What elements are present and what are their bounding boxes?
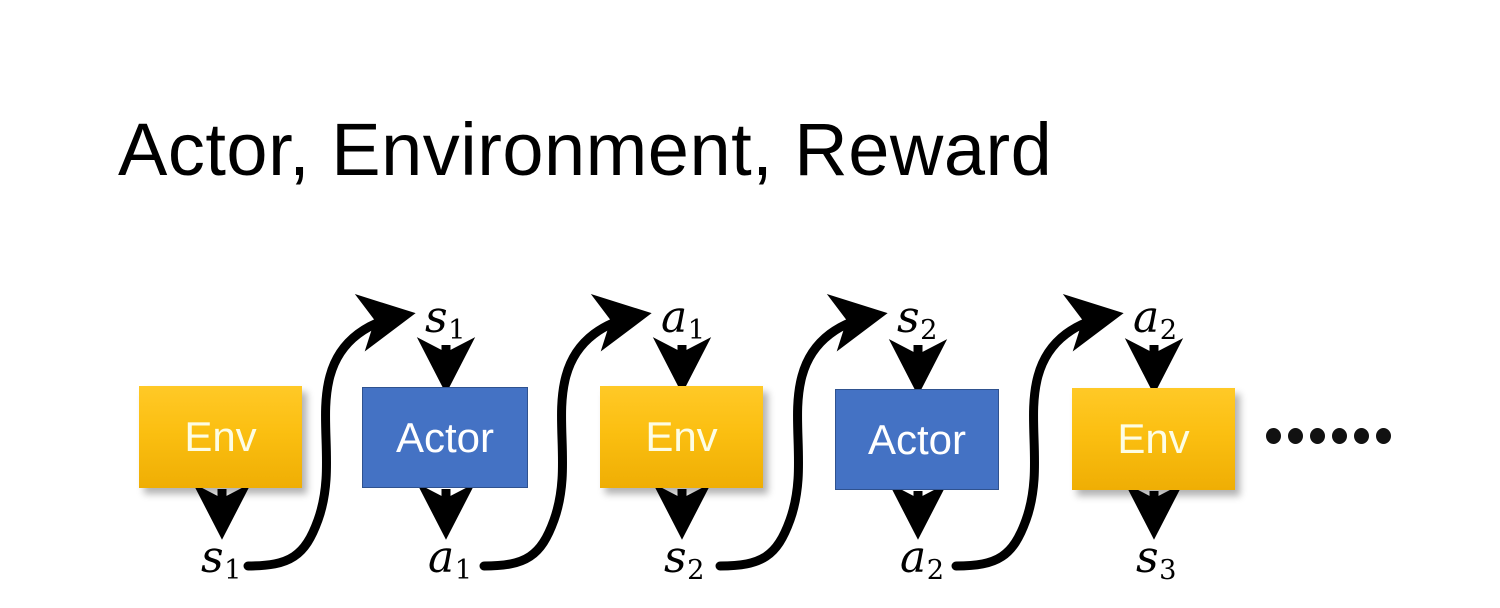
label-base: a [661, 292, 688, 343]
label-sub: 2 [920, 315, 938, 347]
label-sub: 3 [1159, 555, 1177, 587]
label-bottom-s2: s2 [664, 536, 705, 587]
label-sub: 2 [687, 555, 705, 587]
node-actor-1[interactable]: Actor [362, 387, 528, 488]
label-bottom-s3: s3 [1136, 536, 1177, 587]
ellipsis-dot [1266, 428, 1281, 444]
page-title: Actor, Environment, Reward [118, 108, 1053, 191]
label-base: s [1136, 532, 1159, 583]
label-base: s [897, 292, 920, 343]
label-top-s2: s2 [897, 296, 938, 347]
ellipsis-dot [1310, 428, 1325, 444]
ellipsis-dot [1376, 428, 1391, 444]
label-base: s [664, 532, 687, 583]
label-top-a1: a1 [661, 296, 706, 347]
label-bottom-s1: s1 [201, 536, 242, 587]
label-base: s [425, 292, 448, 343]
label-sub: 2 [926, 555, 945, 587]
label-sub: 1 [448, 315, 466, 347]
label-base: a [900, 532, 927, 583]
label-bottom-a1: a1 [428, 536, 473, 587]
label-base: a [428, 532, 455, 583]
label-top-a2: a2 [1133, 296, 1178, 347]
label-bottom-a2: a2 [900, 536, 945, 587]
ellipsis-dot [1288, 428, 1303, 444]
label-sub: 1 [224, 555, 242, 587]
label-sub: 2 [1159, 315, 1178, 347]
ellipsis-dot [1354, 428, 1369, 444]
continuation-ellipsis [1266, 428, 1391, 444]
ellipsis-dot [1332, 428, 1347, 444]
node-env-1[interactable]: Env [139, 386, 302, 488]
label-sub: 1 [687, 315, 706, 347]
label-base: a [1133, 292, 1160, 343]
node-actor-2[interactable]: Actor [835, 389, 999, 490]
node-env-2[interactable]: Env [600, 386, 763, 488]
node-env-3[interactable]: Env [1072, 388, 1235, 490]
label-sub: 1 [454, 555, 473, 587]
label-top-s1: s1 [425, 296, 466, 347]
label-base: s [201, 532, 224, 583]
